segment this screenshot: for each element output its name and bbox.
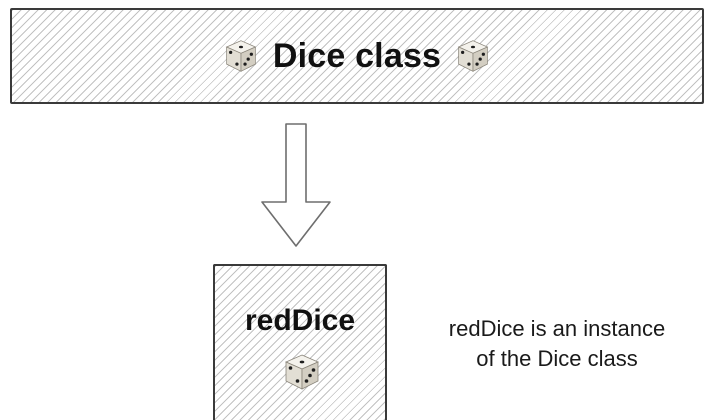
game-die-icon (223, 38, 259, 74)
game-die-icon (282, 352, 322, 392)
instance-label: redDice (244, 304, 356, 337)
dice-class-title: Dice class (272, 36, 442, 75)
note-line-1: redDice is an instance (448, 316, 666, 341)
instance-note: redDice is an instance of the Dice class (404, 314, 710, 374)
red-dice-instance-box: redDice (213, 264, 387, 420)
instantiation-arrow (261, 123, 331, 247)
game-die-icon (455, 38, 491, 74)
dice-class-box: Dice class (10, 8, 704, 104)
note-line-2: of the Dice class (476, 346, 638, 371)
